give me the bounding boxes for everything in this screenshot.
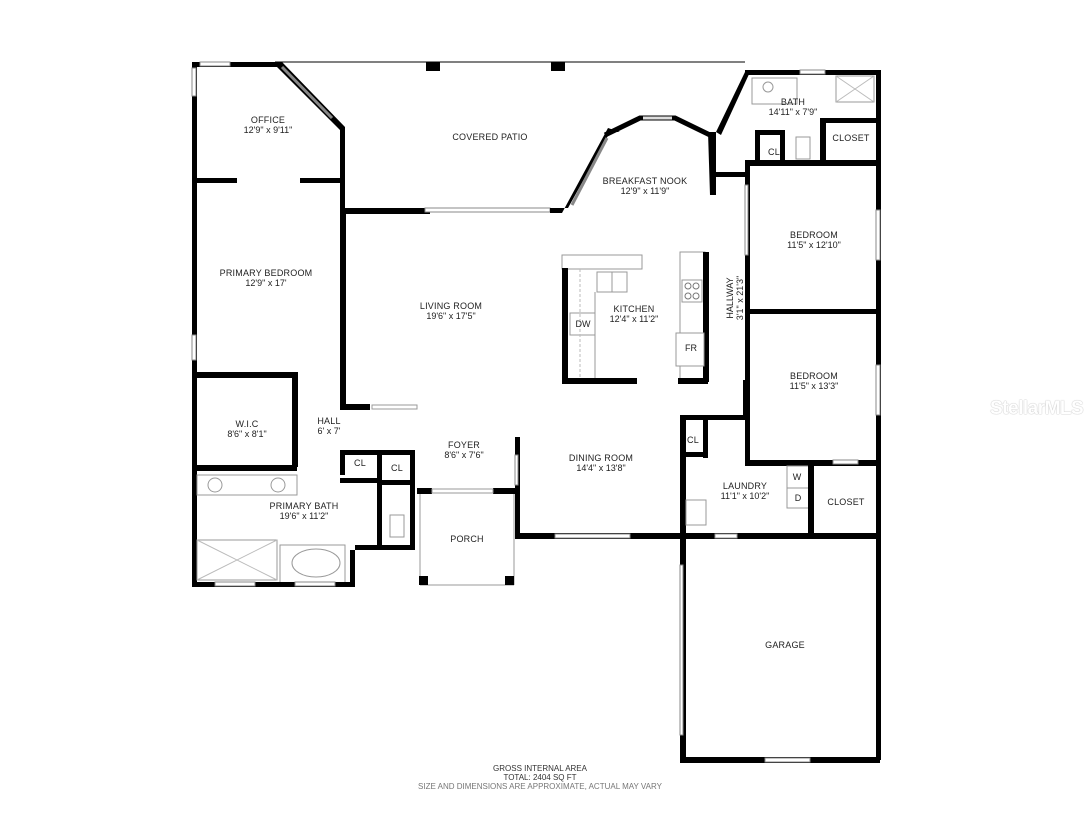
- room-living-room: LIVING ROOM 19'6" x 17'5": [420, 301, 482, 321]
- room-dimensions: 12'9" x 11'9": [620, 186, 670, 196]
- room-name: BEDROOM: [790, 371, 838, 381]
- room-dimensions: 12'4" x 11'2": [609, 314, 659, 324]
- room-name: CL: [768, 147, 780, 157]
- room-primary-bedroom: PRIMARY BEDROOM 12'9" x 17': [220, 268, 313, 288]
- room-name: LIVING ROOM: [419, 301, 483, 311]
- room-dimensions: 11'5" x 13'3": [789, 381, 839, 391]
- room-name: HALL: [317, 416, 341, 426]
- room-name: LAUNDRY: [722, 481, 768, 491]
- room-dimensions: 19'6" x 11'2": [279, 511, 329, 521]
- room-dimensions: 14'11" x 7'9": [768, 107, 818, 117]
- dryer-label: D: [794, 493, 802, 503]
- room-breakfast-nook: BREAKFAST NOOK 12'9" x 11'9": [603, 176, 688, 196]
- area-total: TOTAL: 2404 SQ FT: [503, 773, 577, 782]
- room-bath: BATH 14'11" x 7'9": [769, 97, 818, 117]
- room-name: CL: [687, 435, 699, 445]
- room-garage: GARAGE: [765, 640, 805, 650]
- room-bedroom-2: BEDROOM 11'5" x 13'3": [790, 371, 839, 391]
- dishwasher-label: DW: [575, 319, 591, 329]
- room-cl-hall-2: CL: [391, 463, 403, 473]
- area-summary: GROSS INTERNAL AREA TOTAL: 2404 SQ FT SI…: [418, 764, 662, 791]
- room-office: OFFICE 12'9" x 9'11": [244, 115, 293, 135]
- room-dimensions: 6' x 7': [317, 426, 341, 436]
- area-disclaimer: SIZE AND DIMENSIONS ARE APPROXIMATE, ACT…: [418, 782, 662, 791]
- fridge-label: FR: [685, 343, 697, 353]
- room-name: KITCHEN: [613, 304, 655, 314]
- room-dimensions: 8'6" x 7'6": [444, 450, 484, 460]
- room-wic: W.I.C 8'6" x 8'1": [227, 419, 266, 439]
- room-covered-patio: COVERED PATIO: [452, 132, 527, 142]
- room-cl-laundry: CL: [687, 435, 699, 445]
- room-name: PORCH: [450, 534, 484, 544]
- room-cl-hall-1: CL: [354, 458, 366, 468]
- room-hallway: HALLWAY 3'1" x 21'3": [725, 258, 745, 338]
- room-name: CLOSET: [832, 133, 870, 143]
- room-dimensions: 3'1" x 21'3": [735, 275, 745, 321]
- room-name: PRIMARY BEDROOM: [219, 268, 313, 278]
- room-name: BEDROOM: [790, 230, 838, 240]
- room-dimensions: 11'1" x 10'2": [720, 491, 770, 501]
- room-cl-bath: CL: [768, 147, 780, 157]
- room-name: OFFICE: [250, 115, 286, 125]
- room-primary-bath: PRIMARY BATH 19'6" x 11'2": [270, 501, 339, 521]
- room-name: GARAGE: [765, 640, 805, 650]
- watermark: StellarMLS: [990, 398, 1084, 419]
- room-hall: HALL 6' x 7': [317, 416, 340, 436]
- room-name: CL: [391, 463, 403, 473]
- room-porch: PORCH: [450, 534, 484, 544]
- room-closet-laundry: CLOSET: [827, 497, 864, 507]
- room-bedroom-1: BEDROOM 11'5" x 12'10": [787, 230, 841, 250]
- room-laundry: LAUNDRY 11'1" x 10'2": [721, 481, 770, 501]
- room-dining-room: DINING ROOM 14'4" x 13'8": [569, 453, 633, 473]
- room-dimensions: 11'5" x 12'10": [787, 240, 841, 250]
- room-dimensions: 12'9" x 17': [245, 278, 287, 288]
- washer-label: W: [792, 472, 802, 482]
- room-kitchen: KITCHEN 12'4" x 11'2": [610, 304, 659, 324]
- room-name: BATH: [780, 97, 806, 107]
- room-foyer: FOYER 8'6" x 7'6": [444, 440, 483, 460]
- room-name: CL: [354, 458, 366, 468]
- room-name: BREAKFAST NOOK: [602, 176, 688, 186]
- room-dimensions: 14'4" x 13'8": [576, 463, 626, 473]
- room-name: CLOSET: [827, 497, 865, 507]
- area-title: GROSS INTERNAL AREA: [493, 764, 587, 773]
- room-name: DINING ROOM: [568, 453, 634, 463]
- room-dimensions: 8'6" x 8'1": [227, 429, 267, 439]
- room-name: PRIMARY BATH: [269, 501, 339, 511]
- room-dimensions: 12'9" x 9'11": [243, 125, 293, 135]
- room-name: W.I.C: [235, 419, 259, 429]
- room-name: FOYER: [447, 440, 481, 450]
- room-name: COVERED PATIO: [452, 132, 528, 142]
- room-dimensions: 19'6" x 17'5": [426, 311, 476, 321]
- room-name: HALLWAY: [725, 277, 735, 319]
- room-closet-bath: CLOSET: [832, 133, 869, 143]
